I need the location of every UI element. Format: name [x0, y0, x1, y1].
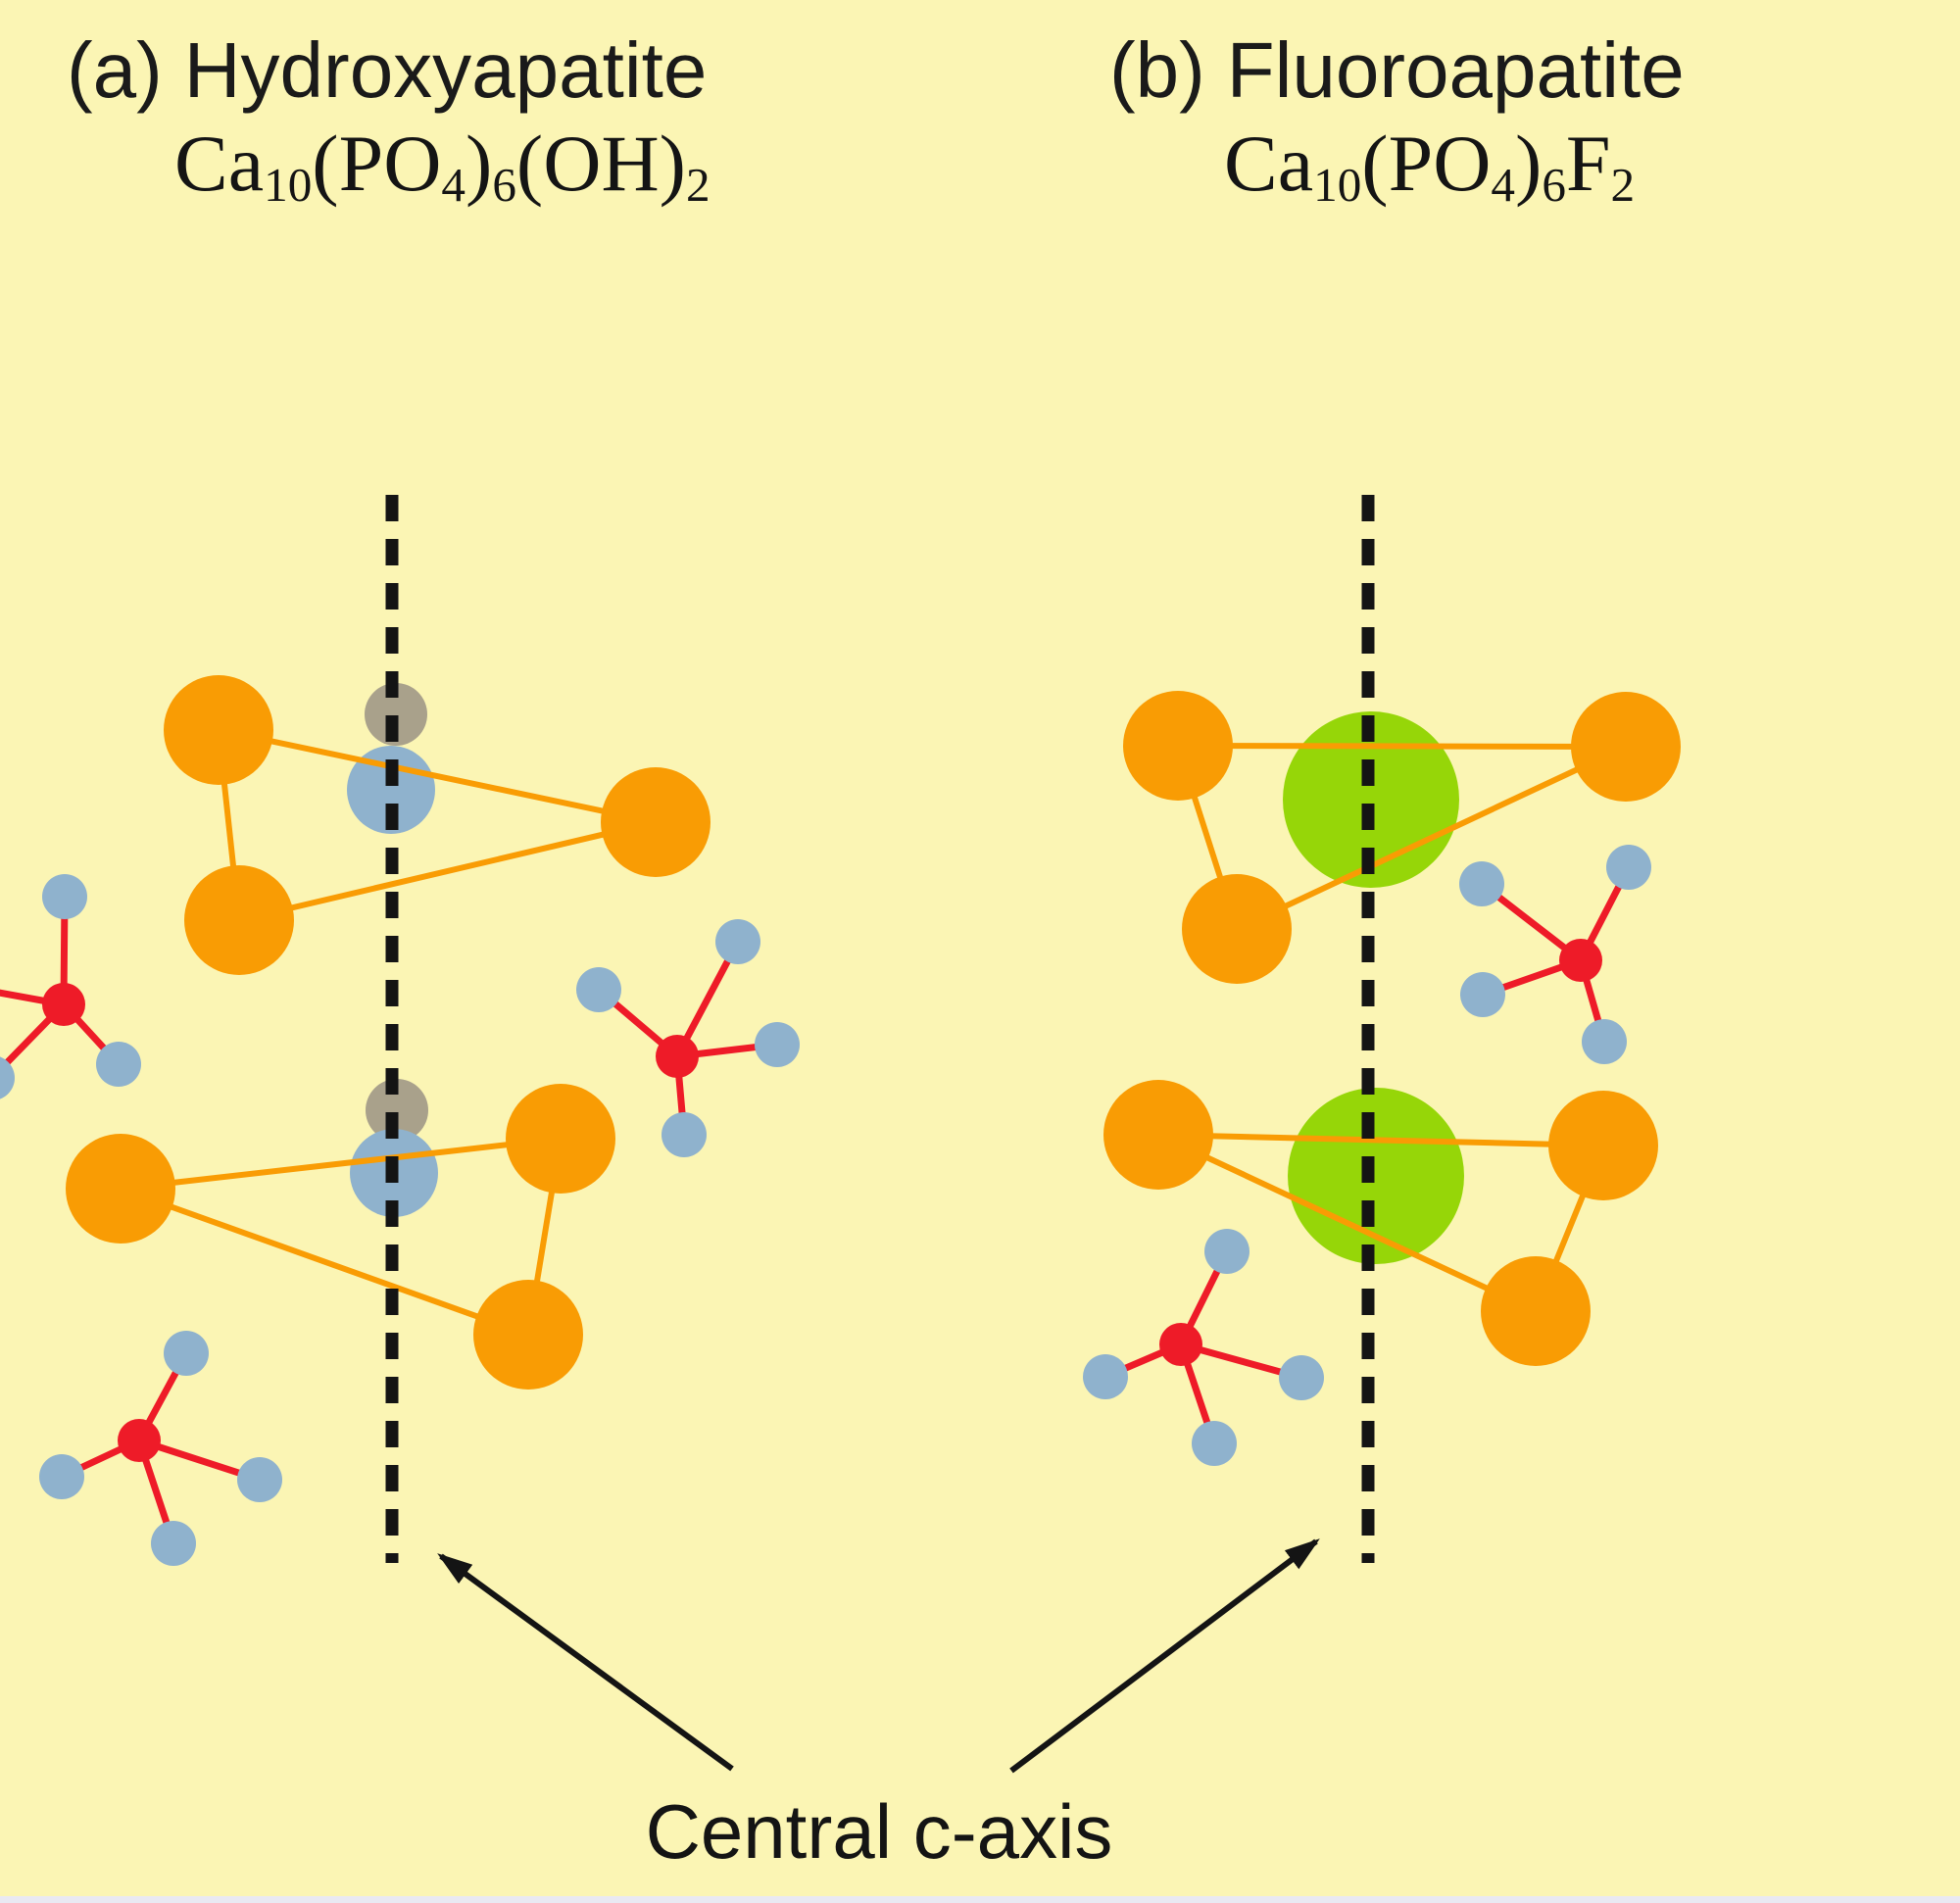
panel-a-formula: Ca10(PO4)6(OH)2 — [174, 123, 710, 209]
hydroxide-hydrogen-atom — [365, 683, 427, 746]
calcium-atom — [1123, 691, 1233, 801]
panel-a-name: Hydroxyapatite — [183, 26, 708, 114]
phosphate-oxygen-atom — [1204, 1229, 1250, 1274]
pointer-arrow — [437, 1553, 734, 1772]
formula-subscript: 6 — [1542, 157, 1566, 212]
phosphate-oxygen-atom — [755, 1022, 800, 1067]
calcium-atom — [184, 865, 294, 975]
phosphate-oxygen-atom — [42, 874, 87, 919]
phosphate-oxygen-atom — [1459, 861, 1504, 906]
formula-subscript: 2 — [685, 157, 710, 212]
phosphate-oxygen-atom — [662, 1112, 707, 1157]
triangle-edge — [1156, 1132, 1538, 1314]
phosphate-oxygen-atom — [237, 1457, 282, 1502]
formula-text: Ca — [1224, 119, 1314, 208]
phosphate-oxygen-atom — [1083, 1354, 1128, 1399]
phosphate-oxygen-atom — [1582, 1019, 1627, 1064]
triangle-edge — [1177, 743, 1627, 750]
phosphate-oxygen-atom — [164, 1331, 209, 1376]
calcium-atom — [1182, 874, 1292, 984]
panel-b-formula: Ca10(PO4)6F2 — [1224, 123, 1635, 209]
panel-b-label: (b) — [1109, 26, 1205, 114]
formula-subscript: 10 — [1313, 157, 1362, 212]
triangle-edge — [119, 1186, 530, 1338]
formula-text: (PO — [1361, 119, 1492, 208]
triangle-edge — [238, 819, 657, 923]
phosphorus-atom — [1559, 939, 1602, 982]
calcium-atom — [601, 767, 710, 877]
hydroxide-oxygen-atom — [347, 746, 435, 834]
formula-text: F — [1565, 119, 1611, 208]
formula-text: ) — [466, 119, 493, 208]
formula-text: (PO — [312, 119, 442, 208]
calcium-atom — [473, 1280, 583, 1390]
pointer-arrow — [1009, 1538, 1320, 1774]
formula-subscript: 4 — [1491, 157, 1516, 212]
phosphate-oxygen-atom — [715, 919, 760, 964]
formula-subscript: 6 — [492, 157, 516, 212]
formula-subscript: 2 — [1610, 157, 1636, 212]
phosphate-oxygen-atom — [1606, 845, 1651, 890]
phosphate-oxygen-atom — [1192, 1421, 1237, 1466]
phosphate-oxygen-atom — [39, 1454, 84, 1499]
triangle-edge — [1157, 1132, 1604, 1148]
phosphorus-atom — [118, 1419, 161, 1462]
central-c-axis-label: Central c-axis — [645, 1788, 1113, 1875]
panel-a-label: (a) — [67, 26, 163, 114]
triangle-edge — [218, 727, 657, 825]
formula-text: Ca — [174, 119, 265, 208]
phosphate-oxygen-atom — [1279, 1355, 1324, 1400]
phosphate-oxygen-atom — [576, 967, 621, 1012]
panel-b-title: (b) Fluoroapatite — [1109, 31, 1685, 110]
bottom-edge-strip — [0, 1896, 1960, 1903]
phosphate-oxygen-atom — [1460, 972, 1505, 1017]
phosphate-oxygen-atom — [151, 1521, 196, 1566]
phosphorus-atom — [1159, 1323, 1202, 1366]
calcium-atom — [1571, 692, 1681, 802]
phosphate-oxygen-atom — [0, 1056, 15, 1099]
phosphorus-atom — [656, 1035, 699, 1078]
triangle-edge — [120, 1136, 562, 1192]
triangle-edge — [1235, 744, 1628, 932]
calcium-atom — [1548, 1091, 1658, 1200]
panel-b-name: Fluoroapatite — [1226, 26, 1685, 114]
formula-subscript: 4 — [441, 157, 466, 212]
formula-subscript: 10 — [264, 157, 313, 212]
panel-a-title: (a) Hydroxyapatite — [67, 31, 707, 110]
phosphorus-atom — [42, 983, 85, 1026]
formula-text: (OH) — [515, 119, 686, 208]
calcium-atom — [1481, 1256, 1591, 1366]
calcium-atom — [164, 675, 273, 785]
calcium-atom — [66, 1134, 175, 1244]
phosphate-oxygen-atom — [96, 1042, 141, 1087]
calcium-atom — [506, 1084, 615, 1194]
hydroxide-hydrogen-atom — [366, 1079, 428, 1142]
calcium-atom — [1103, 1080, 1213, 1190]
formula-text: ) — [1515, 119, 1543, 208]
fluoride-atom — [1288, 1088, 1464, 1264]
